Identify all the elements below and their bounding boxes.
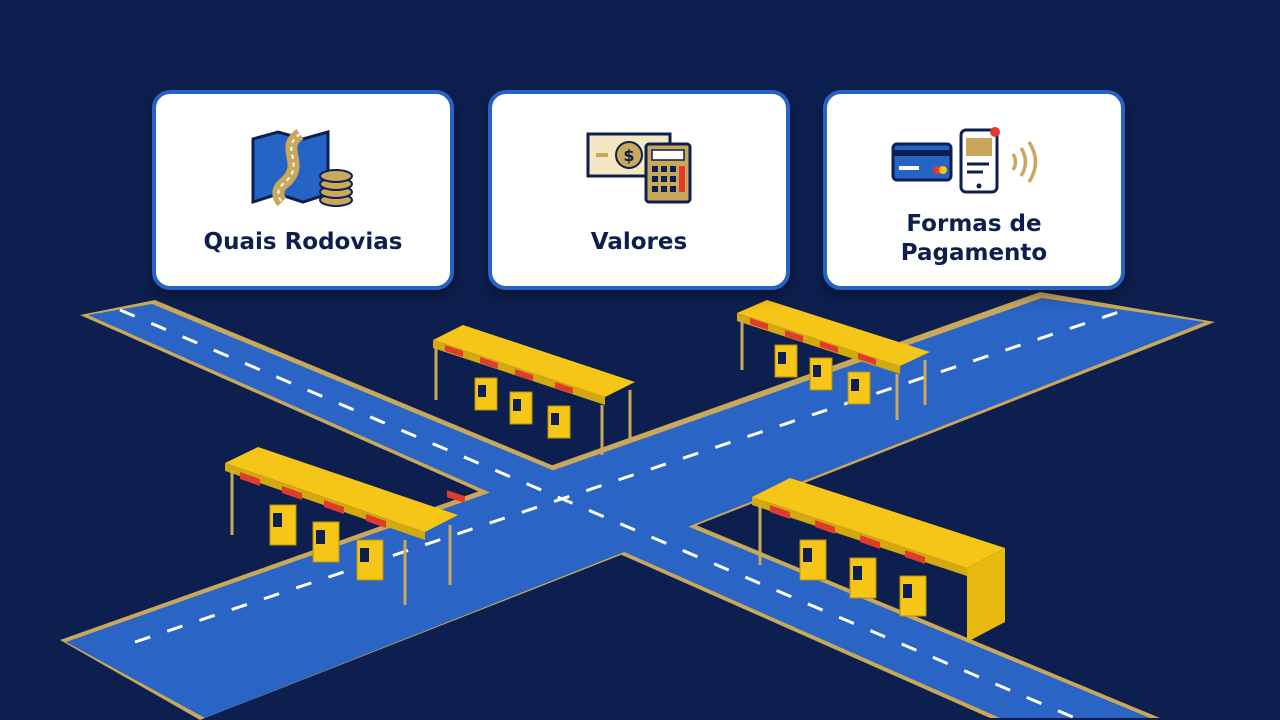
money-calculator-icon: $ — [586, 132, 692, 204]
card-quais-rodovias[interactable]: Quais Rodovias — [152, 90, 454, 290]
road-map-coins-icon — [251, 129, 353, 207]
road-network — [60, 292, 1215, 720]
canopy-signs — [240, 318, 925, 564]
payment-methods-icon — [891, 127, 1038, 194]
card-label-valores: Valores — [590, 229, 688, 255]
card-formas-de-pagamento[interactable]: Formas de Pagamento — [823, 90, 1125, 290]
lane-dashes-a — [119, 308, 1076, 720]
card-valores[interactable]: $ Valores — [488, 90, 790, 290]
card-label-pagamento: Formas de Pagamento — [827, 210, 1121, 268]
card-label-pagamento-line1: Formas de — [906, 211, 1042, 237]
svg-text:$: $ — [623, 146, 634, 165]
card-label-pagamento-line2: Pagamento — [900, 240, 1048, 266]
lane-dashes-b — [134, 308, 1126, 644]
card-label-rodovias: Quais Rodovias — [203, 229, 403, 255]
road-surface-b — [66, 298, 1205, 718]
